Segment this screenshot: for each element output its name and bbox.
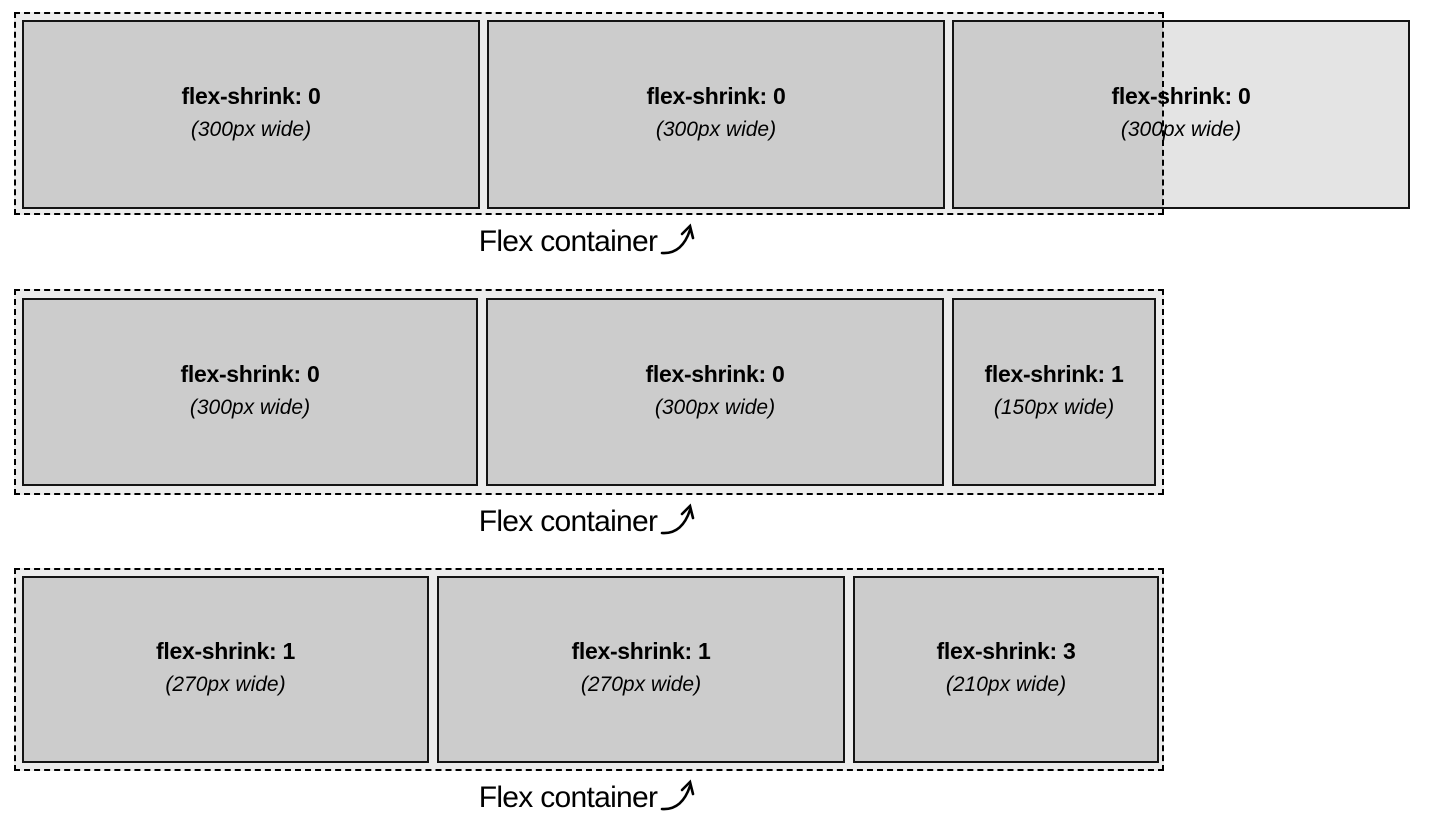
flex-shrink-value: flex-shrink: 1 <box>571 638 711 664</box>
flex-shrink-value: flex-shrink: 1 <box>156 638 295 664</box>
flex-item: flex-shrink: 1 (270px wide) <box>22 576 429 763</box>
item-width-note: (150px wide) <box>993 395 1115 419</box>
flex-shrink-value: flex-shrink: 0 <box>645 360 785 387</box>
flex-item: flex-shrink: 3 (210px wide) <box>853 576 1159 763</box>
flex-shrink-value: flex-shrink: 1 <box>984 360 1124 387</box>
curved-arrow-icon <box>661 779 695 811</box>
container-edge-dash <box>1162 12 1164 215</box>
flex-container-caption: Flex container <box>14 775 1164 818</box>
figure-row-3: flex-shrink: 1 (270px wide) flex-shrink:… <box>14 568 1164 818</box>
caption-label: Flex container <box>478 225 658 258</box>
figure-row-1: flex-shrink: 0 (300px wide) flex-shrink:… <box>14 12 1410 262</box>
item-width-note: (270px wide) <box>165 673 286 696</box>
flex-item: flex-shrink: 1 (270px wide) <box>437 576 845 763</box>
flex-shrink-value: flex-shrink: 0 <box>646 83 786 109</box>
flex-shrink-value: flex-shrink: 0 <box>181 83 321 109</box>
item-width-note: (300px wide) <box>190 118 312 141</box>
item-width-note: (300px wide) <box>189 395 311 419</box>
item-width-note: (270px wide) <box>580 673 702 696</box>
flex-container-3: flex-shrink: 1 (270px wide) flex-shrink:… <box>14 568 1164 771</box>
flex-item: flex-shrink: 0 (300px wide) <box>486 298 944 486</box>
flex-item-overflowing: flex-shrink: 0 (300px wide) <box>952 20 1410 209</box>
caption-label: Flex container <box>478 781 658 814</box>
caption-label: Flex container <box>478 505 658 538</box>
flex-item: flex-shrink: 0 (300px wide) <box>22 20 480 209</box>
item-width-note: (300px wide) <box>654 395 776 419</box>
item-width-note: (300px wide) <box>1120 118 1242 141</box>
flex-item: flex-shrink: 1 (150px wide) <box>952 298 1156 486</box>
flex-shrink-value: flex-shrink: 3 <box>936 638 1076 664</box>
curved-arrow-icon <box>661 223 695 255</box>
flex-item: flex-shrink: 0 (300px wide) <box>22 298 478 486</box>
curved-arrow-icon <box>661 503 695 535</box>
flex-container-1: flex-shrink: 0 (300px wide) flex-shrink:… <box>14 12 1410 215</box>
flex-shrink-value: flex-shrink: 0 <box>180 360 320 387</box>
flex-shrink-value: flex-shrink: 0 <box>1111 83 1251 109</box>
item-width-note: (300px wide) <box>655 118 777 141</box>
flex-container-2: flex-shrink: 0 (300px wide) flex-shrink:… <box>14 289 1164 495</box>
figure-row-2: flex-shrink: 0 (300px wide) flex-shrink:… <box>14 289 1164 542</box>
flex-item: flex-shrink: 0 (300px wide) <box>487 20 945 209</box>
item-width-note: (210px wide) <box>945 673 1067 696</box>
flex-container-caption: Flex container <box>14 499 1164 542</box>
flex-container-caption: Flex container <box>14 219 1164 262</box>
